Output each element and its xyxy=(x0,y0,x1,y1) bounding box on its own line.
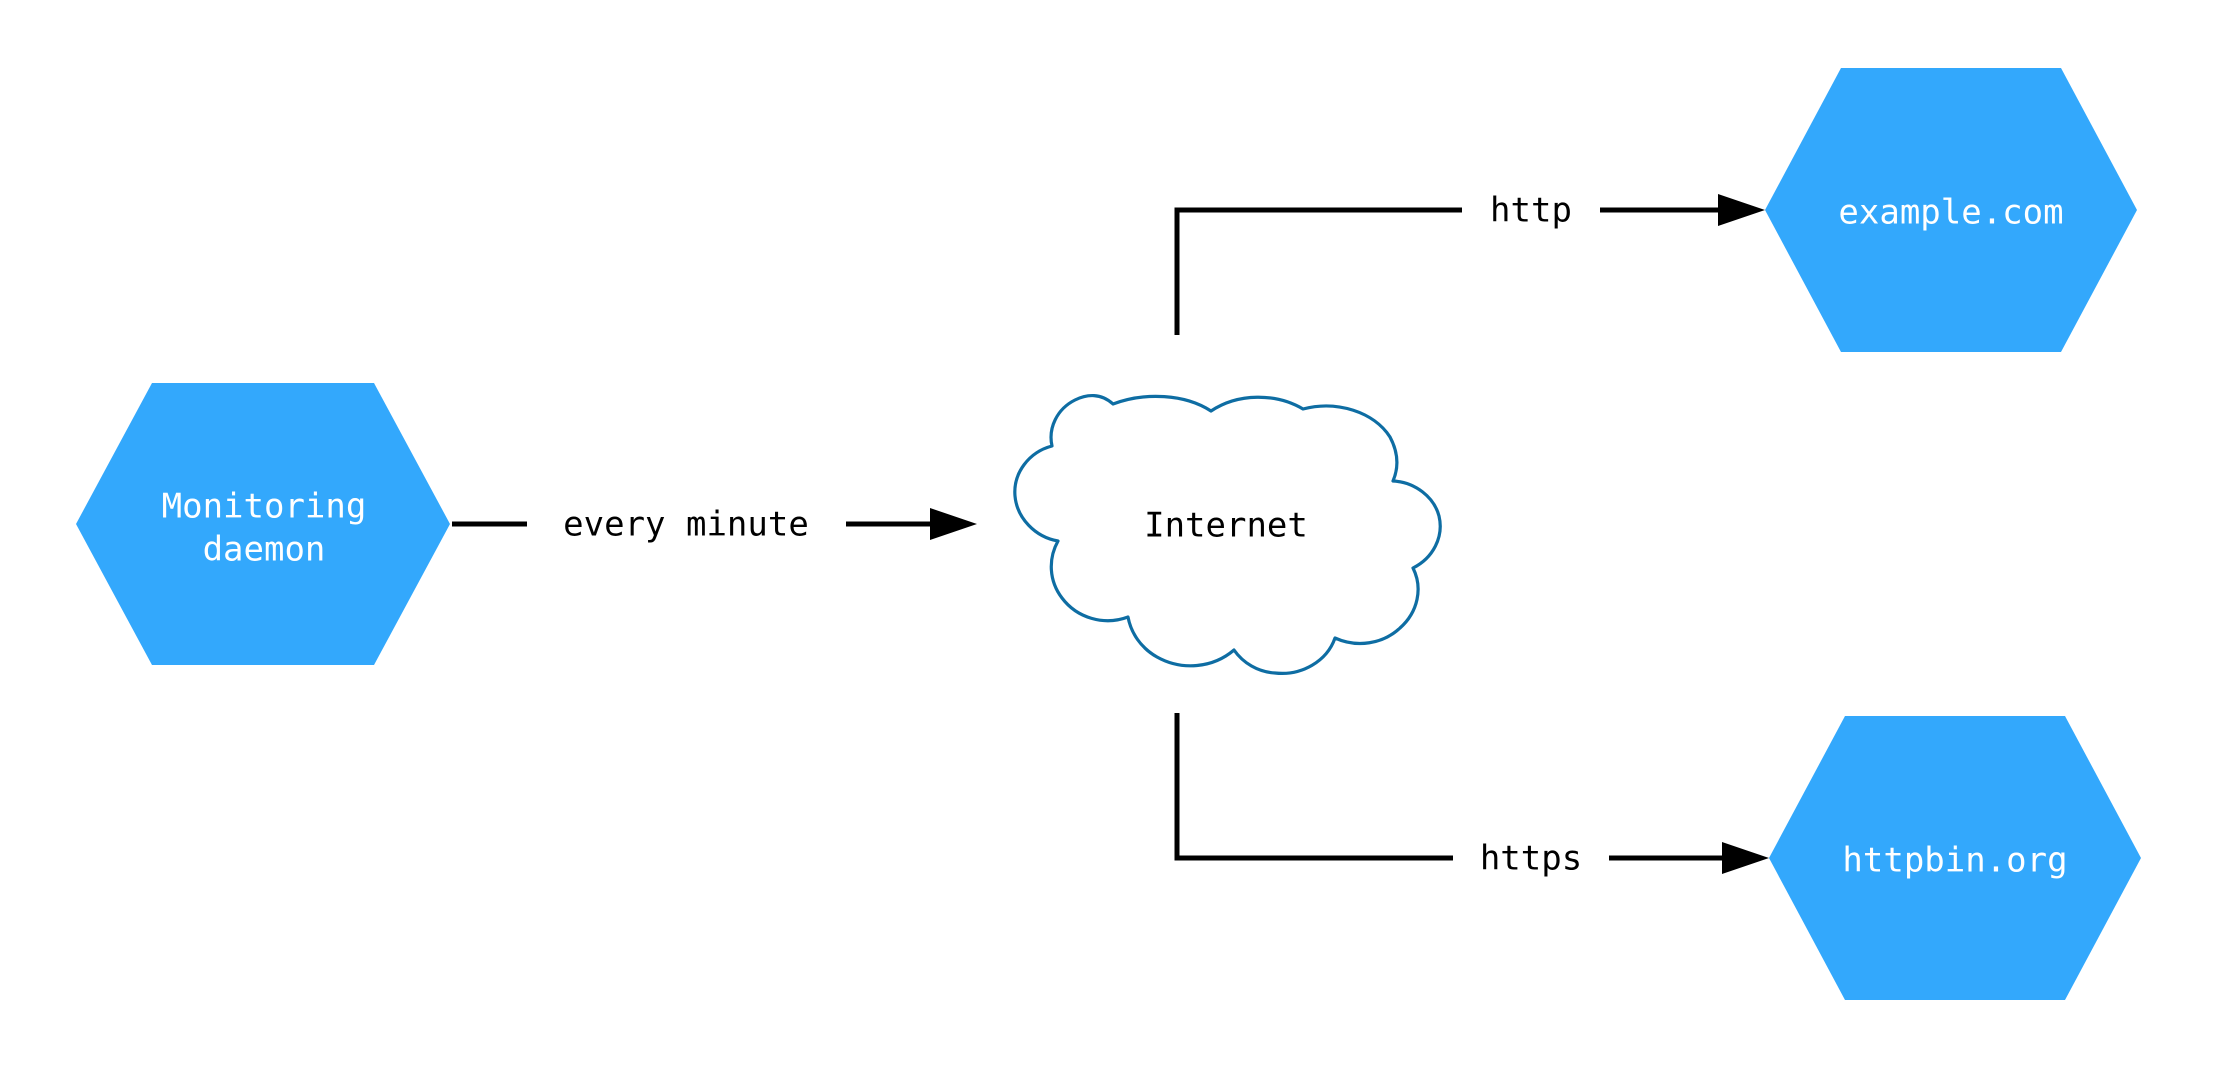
edge-internet-to-httpbin: https xyxy=(1174,713,1769,879)
internet-cloud-shape[interactable] xyxy=(1013,394,1442,675)
internet-label: Internet xyxy=(1144,506,1308,546)
httpbin-org-label: httpbin.org xyxy=(1842,841,2067,881)
edge-internet-to-example-arrowhead xyxy=(1718,194,1765,226)
monitoring-daemon-hexagon[interactable] xyxy=(76,383,450,665)
edge-internet-to-httpbin-line-left xyxy=(1174,713,1453,861)
example-com-hexagon[interactable] xyxy=(1765,68,2137,352)
node-example-com[interactable]: example.com xyxy=(1765,68,2137,352)
edge-daemon-to-internet-arrowhead xyxy=(930,508,977,540)
edge-label-http: http xyxy=(1490,191,1572,231)
httpbin-org-hexagon[interactable] xyxy=(1769,716,2141,1000)
monitoring-daemon-label-line1: Monitoring xyxy=(162,487,367,527)
edge-internet-to-example-line-left xyxy=(1174,207,1462,335)
edge-internet-to-httpbin-arrowhead xyxy=(1722,842,1769,874)
edge-daemon-to-internet: every minute xyxy=(452,505,977,545)
edge-label-https: https xyxy=(1480,839,1582,879)
node-httpbin-org[interactable]: httpbin.org xyxy=(1769,716,2141,1000)
example-com-label: example.com xyxy=(1838,193,2063,233)
node-monitoring-daemon[interactable]: Monitoring daemon xyxy=(76,383,450,665)
monitoring-daemon-label-line2: daemon xyxy=(203,530,326,570)
edge-internet-to-example: http xyxy=(1174,191,1765,335)
edge-label-every-minute: every minute xyxy=(563,505,809,545)
node-internet[interactable]: Internet xyxy=(1013,394,1442,675)
